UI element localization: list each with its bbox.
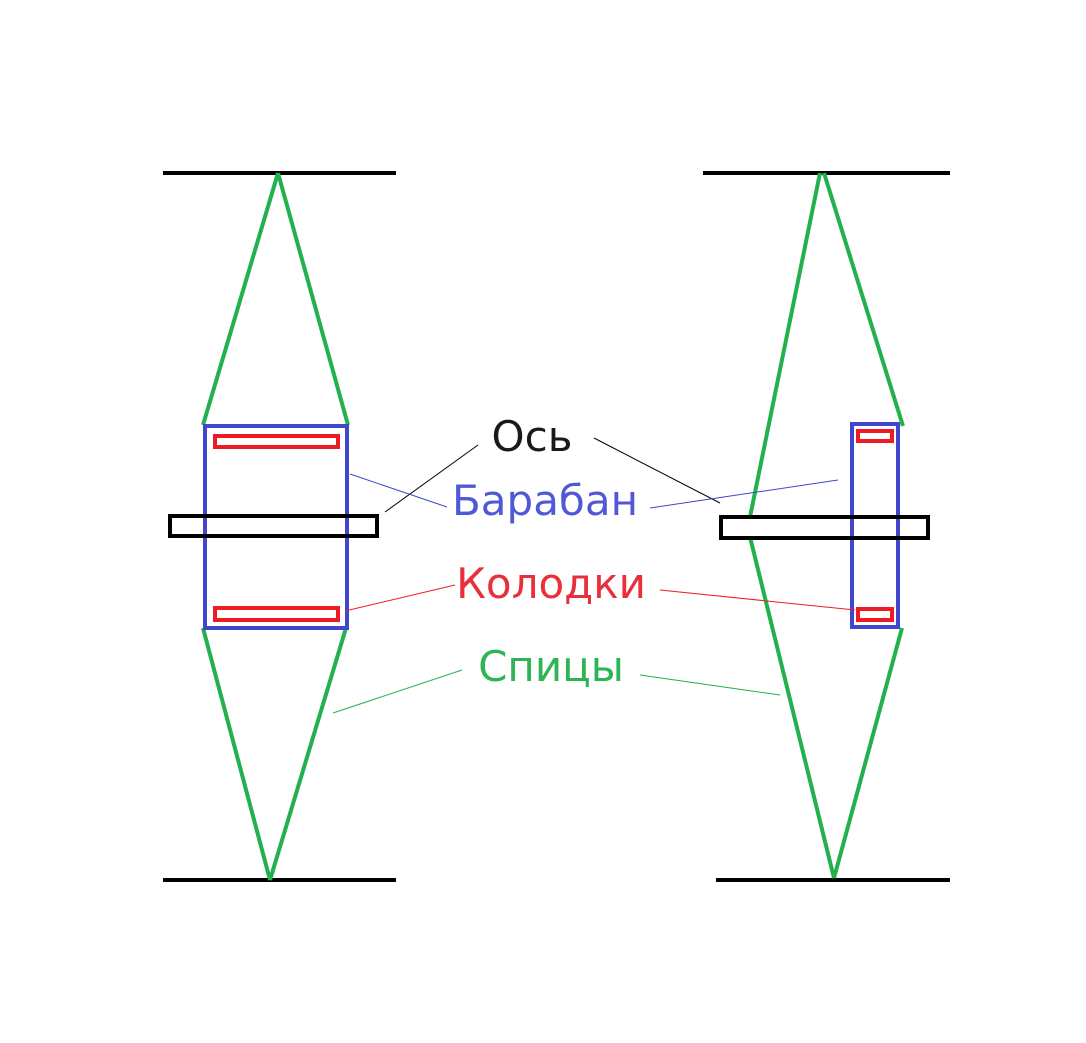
label-drum: Барабан xyxy=(451,476,639,525)
left-drum xyxy=(203,424,349,630)
right-shoe-bottom xyxy=(856,607,894,622)
spoke-leader xyxy=(639,674,781,696)
right-spoke xyxy=(748,172,822,518)
right-drum xyxy=(850,422,900,629)
shoe-leader xyxy=(344,584,456,612)
shoe-leader xyxy=(659,589,856,611)
left-shoe-bottom xyxy=(213,606,340,622)
drum-leader xyxy=(349,473,448,508)
left-shoe-top xyxy=(213,434,340,449)
label-shoes: Колодки xyxy=(456,559,646,608)
axle-leader xyxy=(593,437,721,504)
right-shoe-top xyxy=(856,429,894,443)
left-wheel xyxy=(163,171,396,882)
axle-leader xyxy=(384,444,479,513)
label-axle: Ось xyxy=(491,412,573,461)
left-spoke xyxy=(201,172,280,426)
left-axle xyxy=(168,514,379,538)
label-spokes: Спицы xyxy=(478,642,624,691)
drum-leader xyxy=(649,479,839,509)
right-spoke xyxy=(822,172,905,427)
right-spoke xyxy=(748,536,836,879)
left-spoke xyxy=(201,627,272,881)
right-spoke xyxy=(832,627,904,879)
spoke-leader xyxy=(332,669,463,714)
left-spoke xyxy=(276,172,350,426)
right-wheel xyxy=(703,171,950,882)
left-spoke xyxy=(268,627,348,881)
right-axle xyxy=(719,515,930,540)
